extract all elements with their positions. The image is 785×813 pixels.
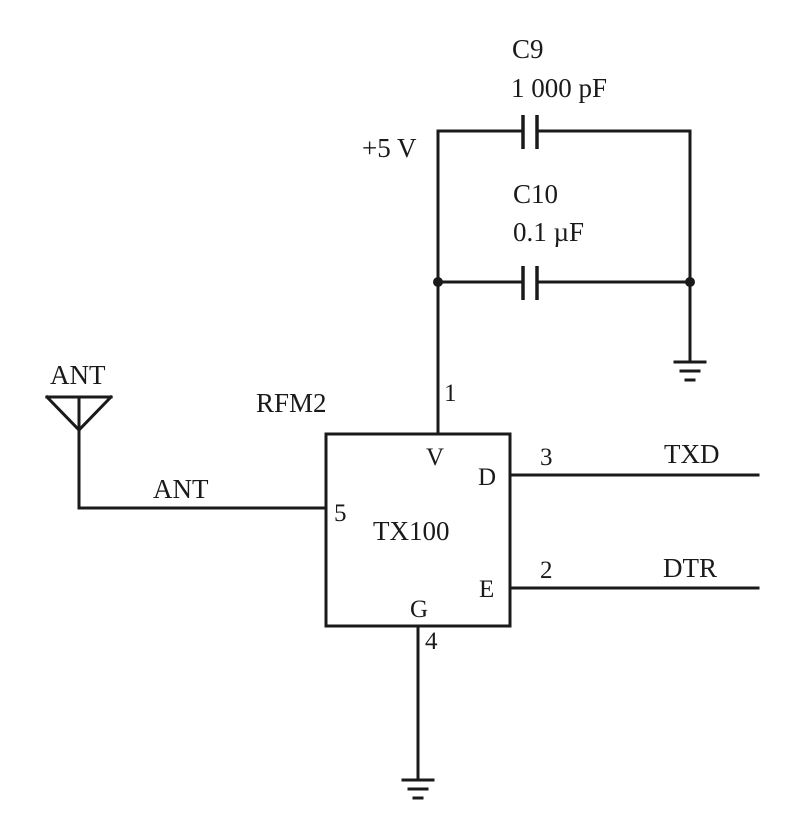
c10-ref: C10 bbox=[513, 179, 558, 209]
supply-label: +5 V bbox=[362, 133, 417, 163]
junction-dot-left bbox=[433, 277, 443, 287]
antenna-label: ANT bbox=[50, 360, 106, 390]
ground-icon-top bbox=[673, 360, 707, 382]
pin-e-name: E bbox=[479, 576, 494, 603]
c10-value: 0.1 µF bbox=[513, 217, 584, 247]
pin-ant-number: 5 bbox=[334, 500, 347, 527]
pin-d-name: D bbox=[478, 464, 496, 491]
dtr-label: DTR bbox=[663, 553, 717, 583]
pin-v-name: V bbox=[426, 444, 444, 471]
pin-d-number: 3 bbox=[540, 444, 553, 471]
capacitor-c10-icon bbox=[521, 266, 539, 300]
pin-v-number: 1 bbox=[444, 380, 457, 407]
capacitor-c9-icon bbox=[521, 115, 539, 149]
antenna-icon bbox=[44, 394, 114, 433]
ground-icon-bottom bbox=[401, 778, 435, 800]
module-ref: RFM2 bbox=[256, 388, 327, 418]
txd-label: TXD bbox=[664, 439, 720, 469]
pin-e-number: 2 bbox=[540, 557, 553, 584]
c9-ref: C9 bbox=[512, 34, 544, 64]
pin-g-number: 4 bbox=[425, 628, 438, 655]
module-part: TX100 bbox=[373, 516, 450, 546]
antenna-net-label: ANT bbox=[153, 474, 209, 504]
pin-g-name: G bbox=[410, 596, 428, 623]
c9-value: 1 000 pF bbox=[511, 73, 607, 103]
